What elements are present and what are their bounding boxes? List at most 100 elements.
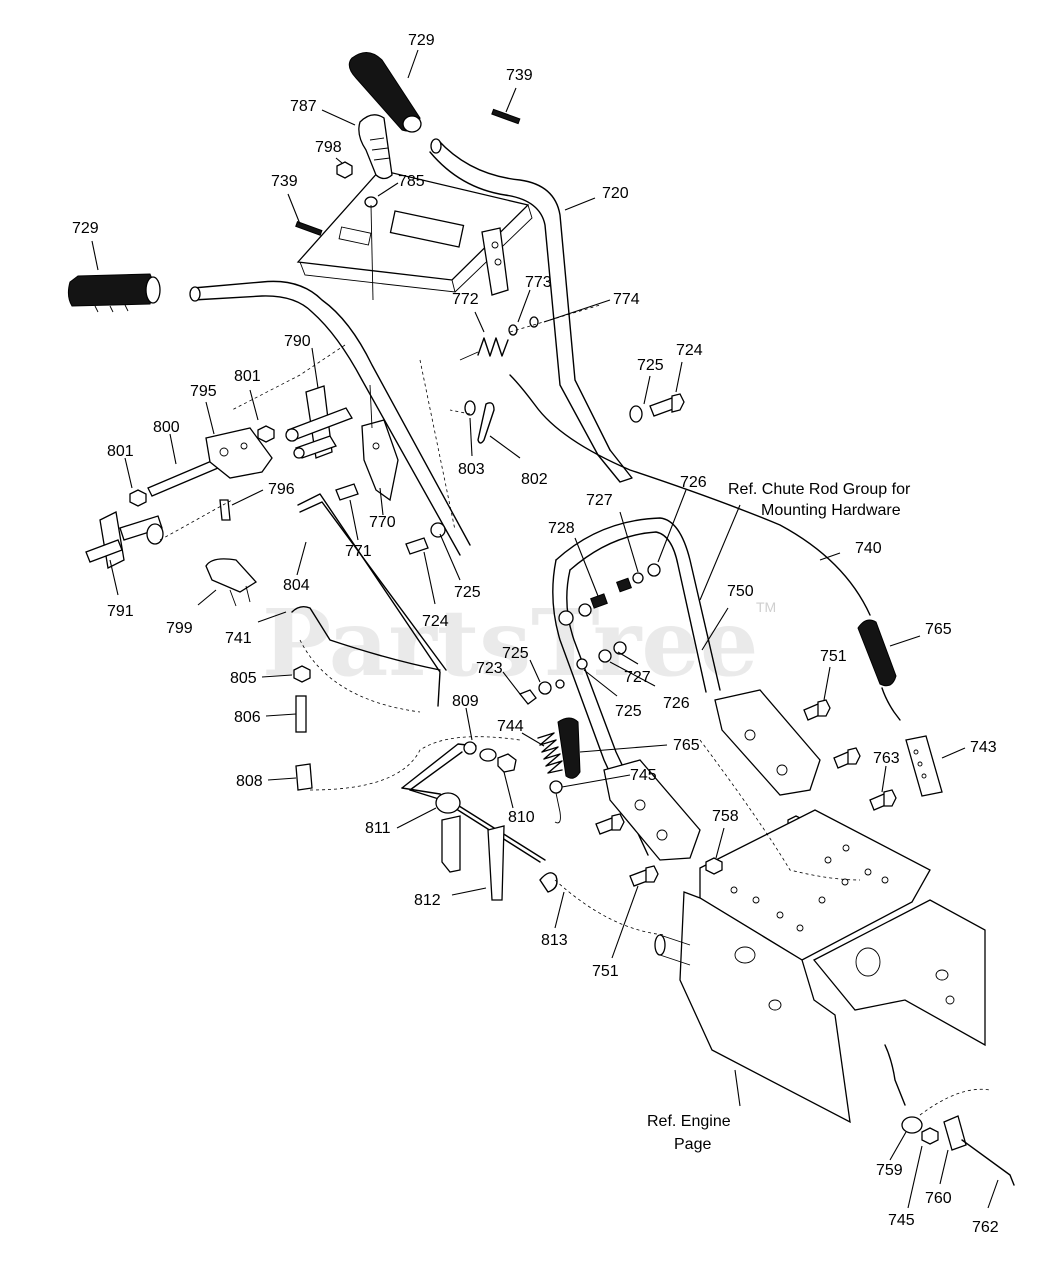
callout-label: 790 [284,333,311,350]
ref-engine-line2: Page [674,1136,711,1153]
cable-741 [291,605,441,671]
sleeve-lower [557,717,581,779]
callout-label: 729 [408,32,435,49]
callout-label: 729 [72,220,99,237]
lower-right-hardware [884,1044,1015,1186]
cable-740 [509,374,871,616]
pin-802 [477,402,495,444]
shift-rod-811 [401,741,546,901]
trigger-grip [358,114,393,180]
grip-left [67,273,161,313]
leader-lines [91,49,999,1209]
callout-label: 801 [107,443,134,460]
bolt-upper-right [629,393,685,423]
callout-label: 720 [602,185,629,202]
callout-label: 739 [271,173,298,190]
callout-label: 724 [422,613,449,630]
bracket-743 [905,735,943,797]
bracket-795 [205,427,273,479]
swivel-808 [295,763,313,791]
dash-813 [554,879,666,936]
callout-label: 771 [345,543,372,560]
callout-label: 812 [414,892,441,909]
spring-772 [459,316,539,361]
callout-label: 745 [630,767,657,784]
callout-label: 800 [153,419,180,436]
callout-label: 796 [268,481,295,498]
callout-label: 763 [873,750,900,767]
ref-engine-line1: Ref. Engine [647,1113,731,1130]
callout-label: 802 [521,471,548,488]
callout-label: 741 [225,630,252,647]
rod-804-b [299,501,447,671]
washer-725-mid [430,522,446,538]
callout-label: 725 [454,584,481,601]
bracket-799 [205,558,258,607]
callout-label: 787 [290,98,317,115]
callout-label: 806 [234,709,261,726]
nut-801b [257,425,275,443]
callout-label: 725 [502,645,529,662]
handle-hardware [518,563,661,705]
callout-label: 785 [398,173,425,190]
callout-label: 804 [283,577,310,594]
ref-chute-rod-line1: Ref. Chute Rod Group for [728,481,911,498]
decal-left [295,221,323,236]
callout-label: 728 [548,520,575,537]
nut-801a [129,489,147,507]
callout-label: 809 [452,693,479,710]
spring-744 [537,732,563,824]
callout-label: 791 [107,603,134,620]
lower-handle [552,517,821,861]
decal-right [491,108,521,125]
dash-741 [299,639,421,713]
handle-bracket [296,169,533,296]
spacer-806 [295,695,307,733]
watermark-text: PartsTree [262,589,758,697]
shaft-800 [147,459,219,497]
callout-label: 744 [497,718,524,735]
callout-label: 760 [925,1190,952,1207]
nut-798 [336,161,353,179]
washer-803 [464,400,476,416]
callout-label: 727 [586,492,613,509]
callout-label: 751 [820,648,847,665]
callout-label: 724 [676,342,703,359]
callout-label: 803 [458,461,485,478]
pivot-790 [285,385,353,459]
clip-813 [539,872,558,893]
dash-808 [309,736,521,791]
sleeve-right [857,619,897,687]
callout-label: 762 [972,1219,999,1236]
callout-label: 770 [369,514,396,531]
callout-label: 723 [476,660,503,677]
callout-label: 725 [637,357,664,374]
plate-770 [335,384,399,502]
callout-label: 751 [592,963,619,980]
bolts-lower [595,813,659,887]
callout-label: 739 [506,67,533,84]
grip-right [348,52,422,133]
callout-label: 813 [541,932,568,949]
callout-label: 727 [624,669,651,686]
callout-label: 774 [613,291,640,308]
nut-805 [293,665,311,683]
bolt-796 [219,499,231,521]
callout-label: 811 [365,820,391,837]
callout-label: 740 [855,540,882,557]
callout-label: 750 [727,583,754,600]
callout-label: 765 [925,621,952,638]
callout-label: 808 [236,773,263,790]
callout-label: 725 [615,703,642,720]
rod-804 [297,493,441,707]
callout-label: 801 [234,368,261,385]
callout-label: 743 [970,739,997,756]
callout-labels: 729 739 787 798 785 739 720 729 773 772 … [72,32,999,1236]
callout-label: 773 [525,274,552,291]
cable-end [881,687,901,721]
callout-label: 745 [888,1212,915,1229]
callout-label: 798 [315,139,342,156]
callout-label: 795 [190,383,217,400]
bolt-724-mid [405,537,429,555]
